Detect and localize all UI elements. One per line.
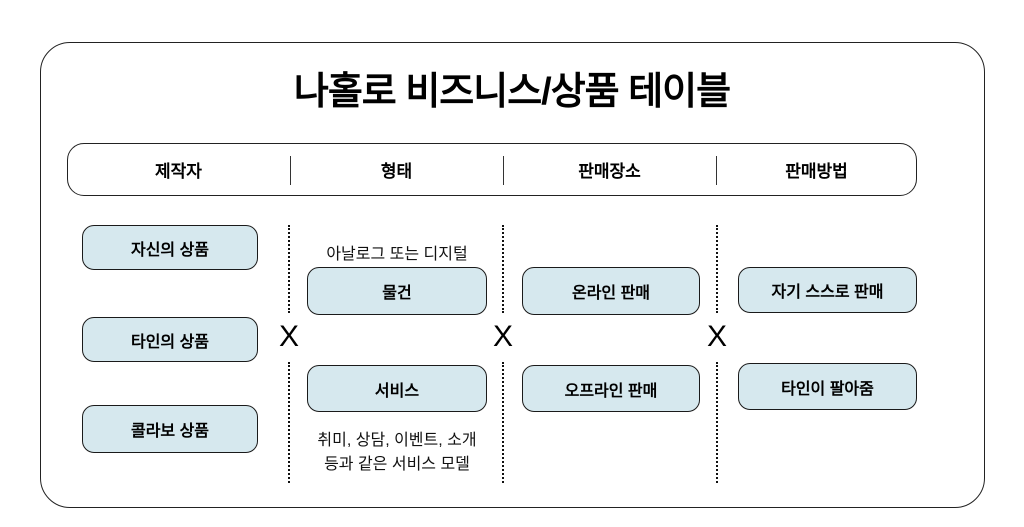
cross-mark: X — [706, 320, 728, 353]
note-service-model: 취미, 상담, 이벤트, 소개 등과 같은 서비스 모델 — [287, 429, 507, 477]
header-divider — [290, 156, 291, 185]
dotted-divider — [716, 362, 718, 483]
cross-mark: X — [278, 320, 300, 353]
cross-mark: X — [492, 320, 514, 353]
header-divider — [716, 156, 717, 185]
box-offline-sale: 오프라인 판매 — [522, 365, 700, 412]
dotted-divider — [288, 362, 290, 483]
dotted-divider — [502, 225, 504, 313]
header-place: 판매장소 — [578, 162, 641, 181]
header-method: 판매방법 — [785, 162, 848, 181]
box-online-sale: 온라인 판매 — [522, 267, 700, 315]
dotted-divider — [716, 225, 718, 313]
note-analog-or-digital: 아날로그 또는 디지털 — [326, 246, 468, 263]
box-sell-yourself: 자기 스스로 판매 — [738, 267, 917, 313]
dotted-divider — [502, 362, 504, 483]
box-others-product: 타인의 상품 — [82, 317, 258, 362]
header-row — [67, 143, 917, 196]
box-own-product: 자신의 상품 — [82, 225, 258, 270]
header-creator: 제작자 — [155, 162, 202, 181]
box-sold-by-others: 타인이 팔아줌 — [738, 363, 917, 410]
box-goods: 물건 — [307, 267, 487, 315]
diagram-title: 나홀로 비즈니스/상품 테이블 — [293, 71, 731, 113]
header-form: 형태 — [380, 162, 413, 181]
header-divider — [503, 156, 504, 185]
box-collab-product: 콜라보 상품 — [82, 405, 258, 453]
note-service-model-line2: 등과 같은 서비스 모델 — [324, 456, 470, 473]
dotted-divider — [288, 225, 290, 313]
note-service-model-line1: 취미, 상담, 이벤트, 소개 — [317, 432, 477, 449]
box-service: 서비스 — [307, 365, 487, 412]
